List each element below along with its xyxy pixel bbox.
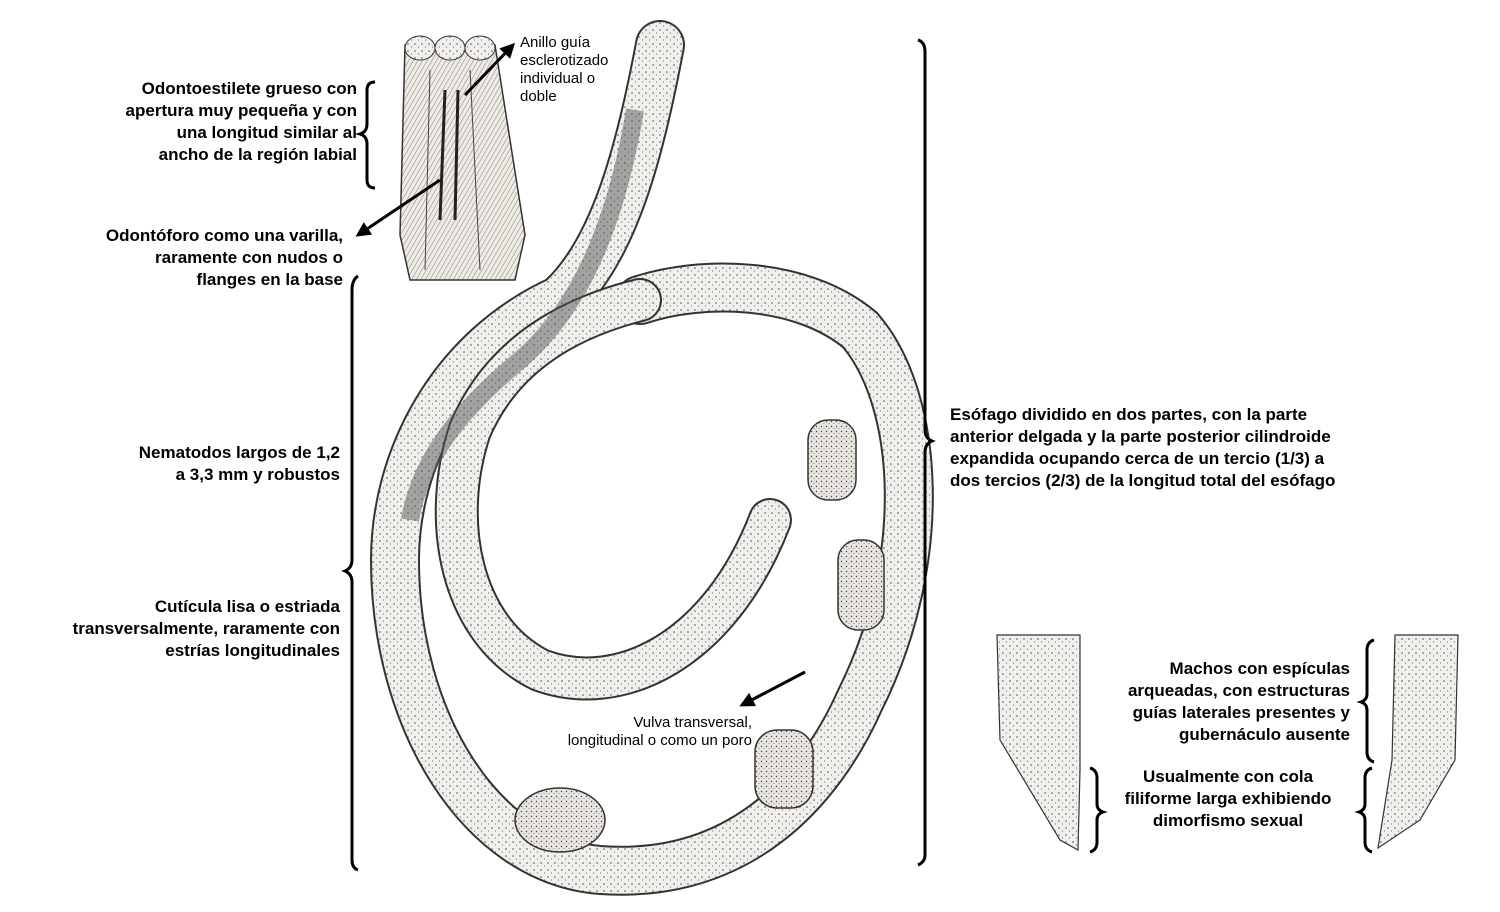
odontophore-label: Odontóforo como una varilla, raramente c… xyxy=(105,226,343,289)
odontophore-arrow xyxy=(355,178,441,237)
stylet-bracket xyxy=(354,80,376,190)
guide-ring-label: Anillo guía esclerotizado individual o d… xyxy=(520,34,609,105)
tail-bracket xyxy=(1089,766,1373,854)
males-bracket xyxy=(1356,638,1375,764)
males-label: Machos con espículas arqueadas, con estr… xyxy=(1127,659,1350,744)
cuticle-label: Cutícula lisa o estriada transversalment… xyxy=(72,597,340,660)
esophagus-label: Esófago dividido en dos partes, con la p… xyxy=(950,405,1336,490)
length-label: Nematodos largos de 1,2 a 3,3 mm y robus… xyxy=(138,443,340,484)
vulva-label: Vulva transversal, longitudinal o como u… xyxy=(567,714,752,749)
guide-ring-arrow xyxy=(463,42,516,97)
body-length-bracket xyxy=(341,274,359,872)
nematode-body xyxy=(369,20,934,896)
female-tail-drawing xyxy=(1377,634,1459,850)
tail-label: Usualmente con cola filiforme larga exhi… xyxy=(1124,767,1332,830)
stylet-label: Odontoestilete grueso con apertura muy p… xyxy=(125,79,357,164)
esophagus-bracket xyxy=(917,38,936,867)
vulva-arrow xyxy=(739,670,806,707)
male-tail-drawing xyxy=(996,634,1081,852)
head-detail-drawing xyxy=(399,35,526,281)
